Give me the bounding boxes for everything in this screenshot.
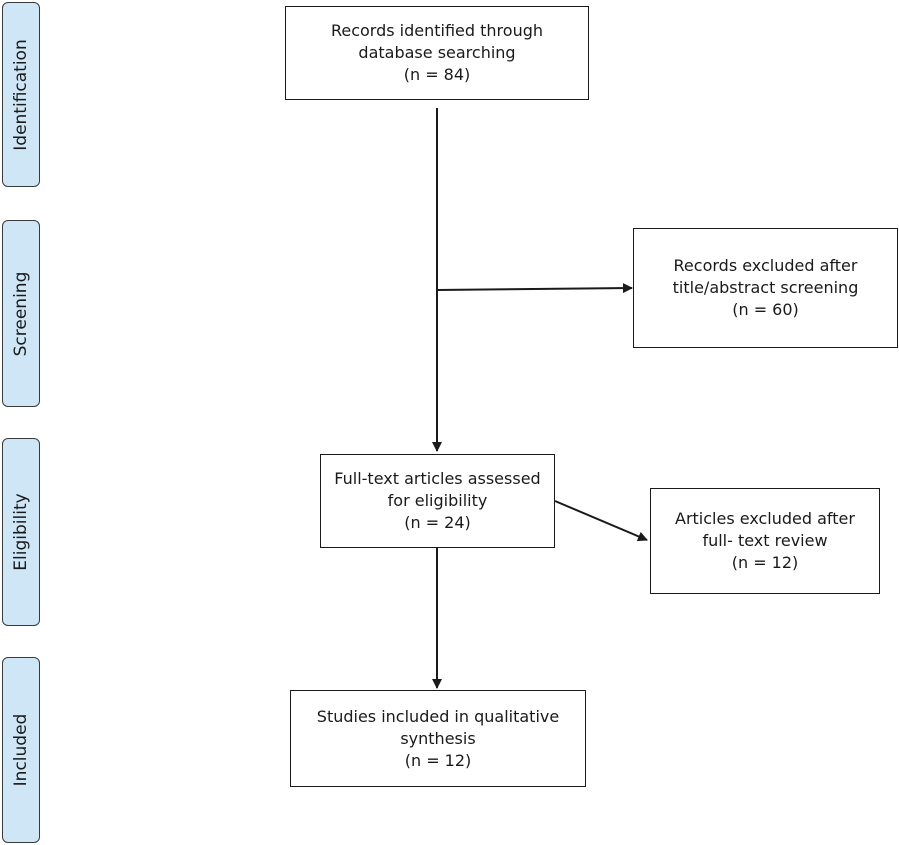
box-full-text-assessed: Full-text articles assessed for eligibil… xyxy=(320,454,555,548)
box-articles-excluded-fulltext: Articles excluded after full- text revie… xyxy=(650,488,880,594)
box-records-identified-line2: database searching xyxy=(358,43,516,62)
box-records-identified-count: (n = 84) xyxy=(403,65,471,84)
stage-tab-eligibility: Eligibility xyxy=(2,438,40,626)
box-records-identified-line1: Records identified through xyxy=(330,21,544,40)
box-records-excluded-screening: Records excluded after title/abstract sc… xyxy=(633,228,898,348)
box-full-text-assessed-count: (n = 24) xyxy=(404,513,471,532)
stage-tab-identification: Identification xyxy=(2,2,40,187)
box-full-text-assessed-line1: Full-text articles assessed xyxy=(334,469,541,488)
box-studies-included-line1: Studies included in qualitative xyxy=(316,706,560,726)
arrow-to-excluded-fulltext xyxy=(554,500,648,542)
box-records-excluded-screening-line2: title/abstract screening xyxy=(672,278,859,297)
box-articles-excluded-fulltext-count: (n = 12) xyxy=(731,553,799,572)
box-studies-included: Studies included in qualitative synthesi… xyxy=(290,690,586,787)
box-full-text-assessed-line2: for eligibility xyxy=(387,491,488,510)
stage-tab-screening: Screening xyxy=(2,220,40,407)
box-records-excluded-screening-line1: Records excluded after xyxy=(673,256,858,275)
box-studies-included-line2: synthesis xyxy=(400,728,476,748)
box-records-excluded-screening-count: (n = 60) xyxy=(732,300,799,319)
box-studies-included-count: (n = 12) xyxy=(404,750,472,770)
stage-tab-included: Included xyxy=(2,657,40,843)
arrow-to-excluded-screening xyxy=(436,283,633,294)
box-articles-excluded-fulltext-line2: full- text review xyxy=(702,531,828,550)
box-records-identified: Records identified through database sear… xyxy=(285,6,589,100)
box-articles-excluded-fulltext-line1: Articles excluded after xyxy=(675,509,855,528)
